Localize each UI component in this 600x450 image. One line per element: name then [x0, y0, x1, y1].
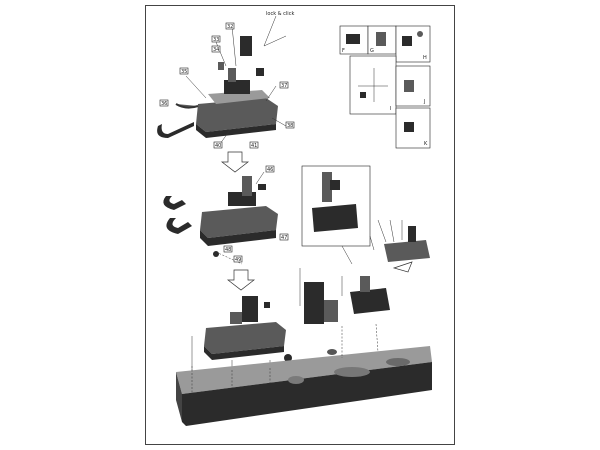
inset-letter: J — [423, 99, 425, 105]
svg-text:48: 48 — [225, 247, 231, 253]
stage-2-assembly: 46 47 48 49 — [163, 165, 289, 265]
svg-text:37: 37 — [281, 83, 287, 89]
svg-text:36: 36 — [161, 101, 167, 107]
inset-letter: G — [370, 48, 374, 54]
assembly-diagram: 32 33 34 35 36 37 38 40 41 46 47 48 49 — [157, 11, 432, 426]
inset-letter: H — [423, 55, 427, 61]
inset-letter: F — [342, 48, 345, 54]
funnel-detail-callout — [301, 165, 375, 265]
turret-subassembly — [377, 219, 430, 262]
stage-1-assembly: 32 33 34 35 36 37 38 40 41 — [157, 15, 295, 149]
svg-text:33: 33 — [213, 37, 219, 43]
arrow-down-icon — [220, 151, 250, 173]
svg-text:41: 41 — [251, 143, 257, 149]
detail-insets: F G H I J K — [339, 25, 431, 149]
funnel-bridge-subassembly — [299, 261, 413, 324]
stage-1-part-labels: 32 33 34 35 36 37 38 40 41 — [159, 22, 295, 149]
svg-text:38: 38 — [287, 123, 293, 129]
svg-text:34: 34 — [213, 47, 219, 53]
svg-text:49: 49 — [235, 257, 241, 263]
svg-text:40: 40 — [215, 143, 221, 149]
top-note: lock & click — [266, 11, 294, 17]
inset-letter: I — [390, 106, 391, 112]
stage-2-part-labels: 46 47 48 49 — [223, 165, 289, 263]
main-hull-deck — [176, 323, 432, 426]
svg-text:35: 35 — [181, 69, 187, 75]
instruction-sheet: 32 33 34 35 36 37 38 40 41 46 47 48 49 — [145, 5, 455, 445]
arrow-down-icon — [226, 269, 256, 291]
svg-text:47: 47 — [281, 235, 287, 241]
svg-text:32: 32 — [227, 24, 233, 30]
stage-3-assembly — [191, 296, 292, 384]
svg-text:46: 46 — [267, 167, 273, 173]
inset-letter: K — [424, 141, 428, 147]
